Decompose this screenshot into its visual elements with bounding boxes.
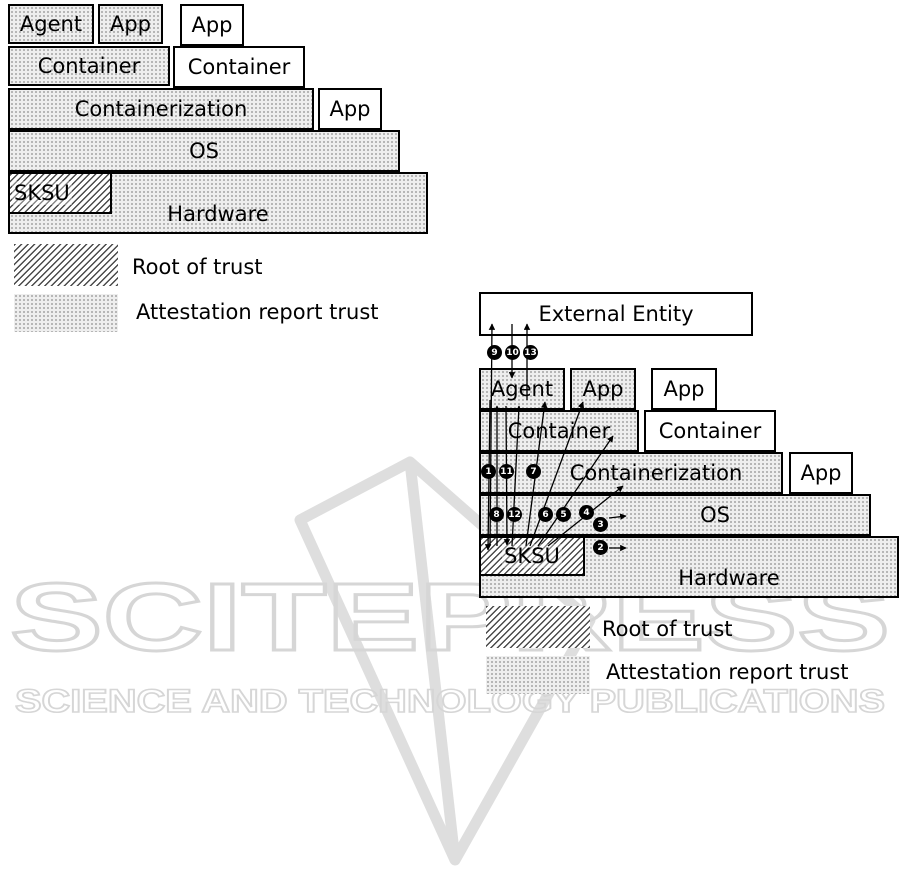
left-container-2-box: Container — [173, 46, 305, 88]
step-badge-9: 9 — [487, 345, 502, 360]
left-hardware-label: Hardware — [167, 202, 269, 226]
left-container-1-label: Container — [37, 54, 141, 78]
left-container-1-box: Container — [8, 46, 170, 86]
right-app-outer-2-label: App — [800, 461, 842, 485]
left-os-label: OS — [189, 139, 219, 163]
left-legend-attest-swatch — [14, 294, 118, 332]
step-badge-4: 4 — [579, 505, 594, 520]
step-badge-6: 6 — [538, 507, 553, 522]
right-app-outer-1-label: App — [663, 377, 705, 401]
left-container-2-label: Container — [187, 55, 291, 79]
step-badge-7: 7 — [526, 464, 541, 479]
right-hardware-label: Hardware — [678, 566, 780, 590]
right-external-entity-box: External Entity — [479, 292, 753, 336]
left-app-outer-1-box: App — [180, 4, 244, 46]
step-badge-13: 13 — [523, 345, 538, 360]
right-legend-attest-swatch — [486, 656, 590, 694]
right-legend-root-swatch — [486, 606, 590, 648]
right-containerization-box: Containerization — [479, 452, 783, 494]
step-badge-1: 1 — [481, 464, 496, 479]
left-app-label: App — [109, 12, 152, 36]
left-containerization-label: Containerization — [74, 97, 248, 121]
right-sksu-box: SKSU — [479, 536, 585, 576]
step-badge-5: 5 — [556, 507, 571, 522]
right-containerization-label: Containerization — [569, 461, 743, 485]
right-container-1-box: Container — [479, 410, 639, 452]
step-badge-10: 10 — [505, 345, 520, 360]
left-legend-attest-label: Attestation report trust — [136, 300, 379, 324]
right-app-in-container-box: App — [570, 368, 636, 410]
step-badge-2: 2 — [593, 540, 608, 555]
left-legend-root-swatch — [14, 244, 118, 286]
left-legend-root-label: Root of trust — [132, 255, 263, 279]
left-sksu-box: SKSU — [8, 172, 112, 214]
step-badge-12: 12 — [507, 507, 522, 522]
watermark-tagline: SCIENCE AND TECHNOLOGY PUBLICATIONS — [15, 683, 885, 719]
right-legend-attest-label: Attestation report trust — [606, 660, 849, 684]
step-badge-3: 3 — [593, 517, 608, 532]
right-os-label: OS — [700, 503, 730, 527]
left-app-outer-2-box: App — [318, 88, 382, 130]
right-app-label: App — [582, 377, 624, 401]
left-app-outer-1-label: App — [191, 13, 233, 37]
right-sksu-label: SKSU — [502, 544, 562, 568]
right-container-1-label: Container — [507, 419, 611, 443]
right-app-outer-2-box: App — [789, 452, 853, 494]
left-os-box: OS — [8, 130, 400, 172]
left-app-outer-2-label: App — [329, 97, 371, 121]
left-containerization-box: Containerization — [8, 88, 314, 130]
step-badge-11: 11 — [499, 464, 514, 479]
left-sksu-label: SKSU — [12, 181, 72, 205]
right-legend-root-label: Root of trust — [602, 617, 733, 641]
right-app-outer-1-box: App — [651, 368, 717, 410]
left-agent-label: Agent — [19, 12, 83, 36]
step-badge-8: 8 — [489, 507, 504, 522]
right-container-2-label: Container — [658, 419, 762, 443]
right-external-entity-label: External Entity — [538, 302, 694, 326]
right-agent-label: Agent — [490, 377, 554, 401]
right-agent-box: Agent — [479, 368, 565, 410]
left-agent-box: Agent — [8, 4, 94, 44]
left-app-in-container-box: App — [98, 4, 163, 44]
right-container-2-box: Container — [644, 410, 776, 452]
